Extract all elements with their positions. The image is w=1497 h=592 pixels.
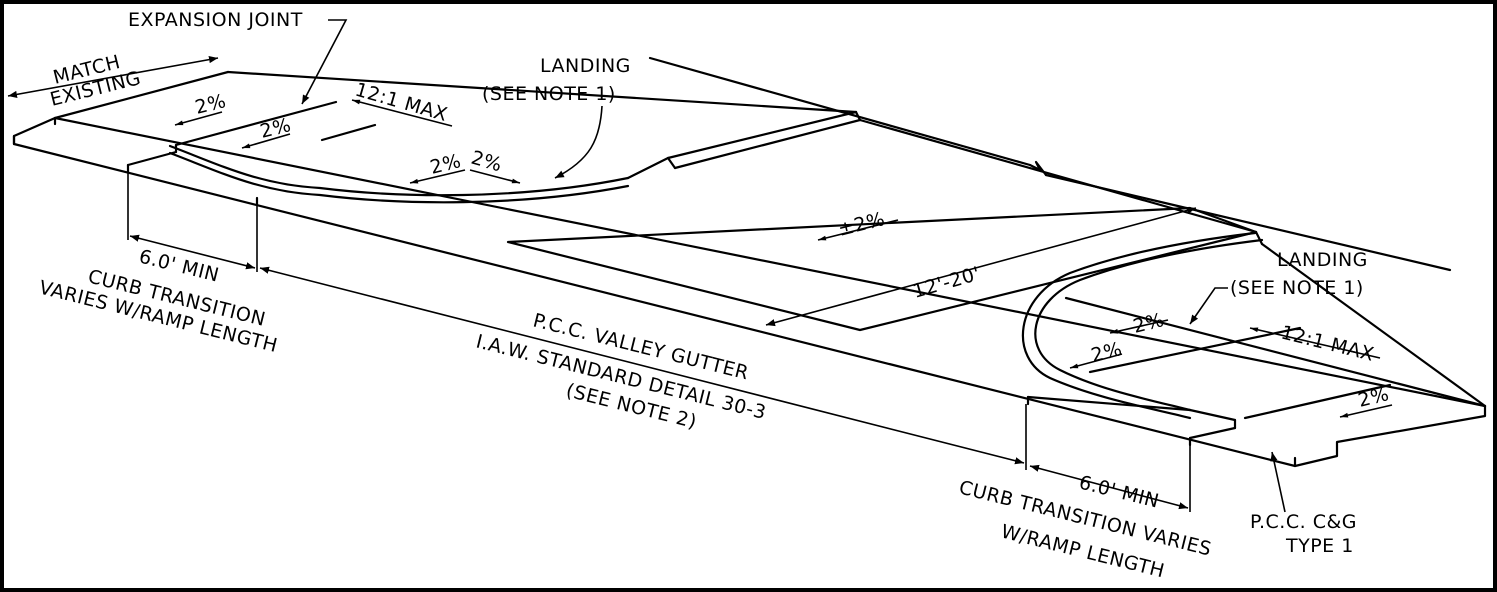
slope-label-e: 2% bbox=[1131, 309, 1167, 338]
label-cg-2: TYPE 1 bbox=[1285, 535, 1354, 557]
slope-label-c: 2% bbox=[428, 150, 464, 179]
label-cg-1: P.C.C. C&G bbox=[1250, 511, 1357, 533]
slope-label-a: 2% bbox=[193, 90, 229, 119]
label-expansion-joint: EXPANSION JOINT bbox=[128, 9, 303, 31]
slope-arrows bbox=[174, 99, 1393, 418]
slope-label-d: 2% bbox=[469, 147, 505, 177]
label-landing-left-2: (SEE NOTE 1) bbox=[482, 83, 616, 105]
dimension-lines bbox=[7, 56, 1197, 512]
label-landing-left-1: LANDING bbox=[540, 55, 631, 77]
label-landing-right-1: LANDING bbox=[1277, 249, 1368, 271]
label-max-right: 12:1 MAX bbox=[1279, 322, 1377, 366]
label-landing-right-2: (SEE NOTE 1) bbox=[1230, 277, 1364, 299]
left-ramp bbox=[53, 56, 1452, 272]
slope-label-f: 2% bbox=[1089, 338, 1125, 367]
label-cross-slope: ±2% bbox=[836, 208, 887, 241]
annotations: EXPANSION JOINT MATCH EXISTING 2% 2% 2% … bbox=[37, 9, 1392, 582]
leader-lines bbox=[301, 19, 1286, 513]
slope-label-b: 2% bbox=[258, 114, 294, 143]
valley-gutter-slab bbox=[12, 116, 1487, 468]
slope-label-g: 2% bbox=[1356, 383, 1392, 412]
label-min-right: 6.0' MIN bbox=[1077, 472, 1162, 513]
